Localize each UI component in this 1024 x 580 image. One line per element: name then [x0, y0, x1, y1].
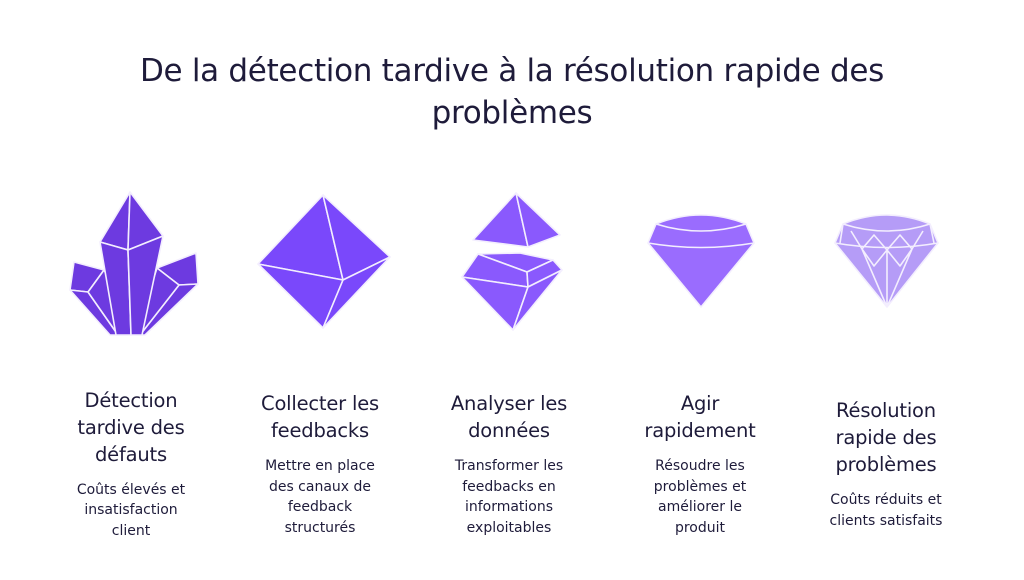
- octahedron-icon: [257, 194, 391, 329]
- step-description: Mettre en place des canaux de feedback s…: [265, 458, 375, 536]
- rough-diamond-icon: [647, 214, 755, 308]
- step-heading: Détection tardive des défauts: [77, 388, 185, 466]
- step-heading: Résolution rapide des problèmes: [835, 399, 937, 476]
- step-description: Résoudre les problèmes et améliorer le p…: [653, 458, 747, 536]
- split-gem-icon: [461, 192, 563, 331]
- cut-diamond-icon: [834, 214, 939, 308]
- step-act: Agir rapidement Résoudre les problèmes e…: [605, 378, 795, 550]
- step-detection: Détection tardive des défauts Coûts élev…: [36, 378, 226, 550]
- step-description: Transformer les feedbacks en information…: [454, 458, 564, 536]
- step-heading: Analyser les données: [450, 392, 568, 442]
- step-heading: Collecter les feedbacks: [261, 392, 379, 442]
- step-description: Coûts réduits et clients satisfaits: [829, 492, 943, 529]
- step-analyze: Analyser les données Transformer les fee…: [414, 378, 604, 550]
- crystal-cluster-icon: [69, 191, 199, 336]
- step-collect: Collecter les feedbacks Mettre en place …: [225, 378, 415, 550]
- step-description: Coûts élevés et insatisfaction client: [76, 481, 186, 539]
- step-heading: Agir rapidement: [644, 392, 756, 442]
- page-title: De la détection tardive à la résolution …: [139, 53, 885, 131]
- step-resolution: Résolution rapide des problèmes Coûts ré…: [791, 378, 981, 550]
